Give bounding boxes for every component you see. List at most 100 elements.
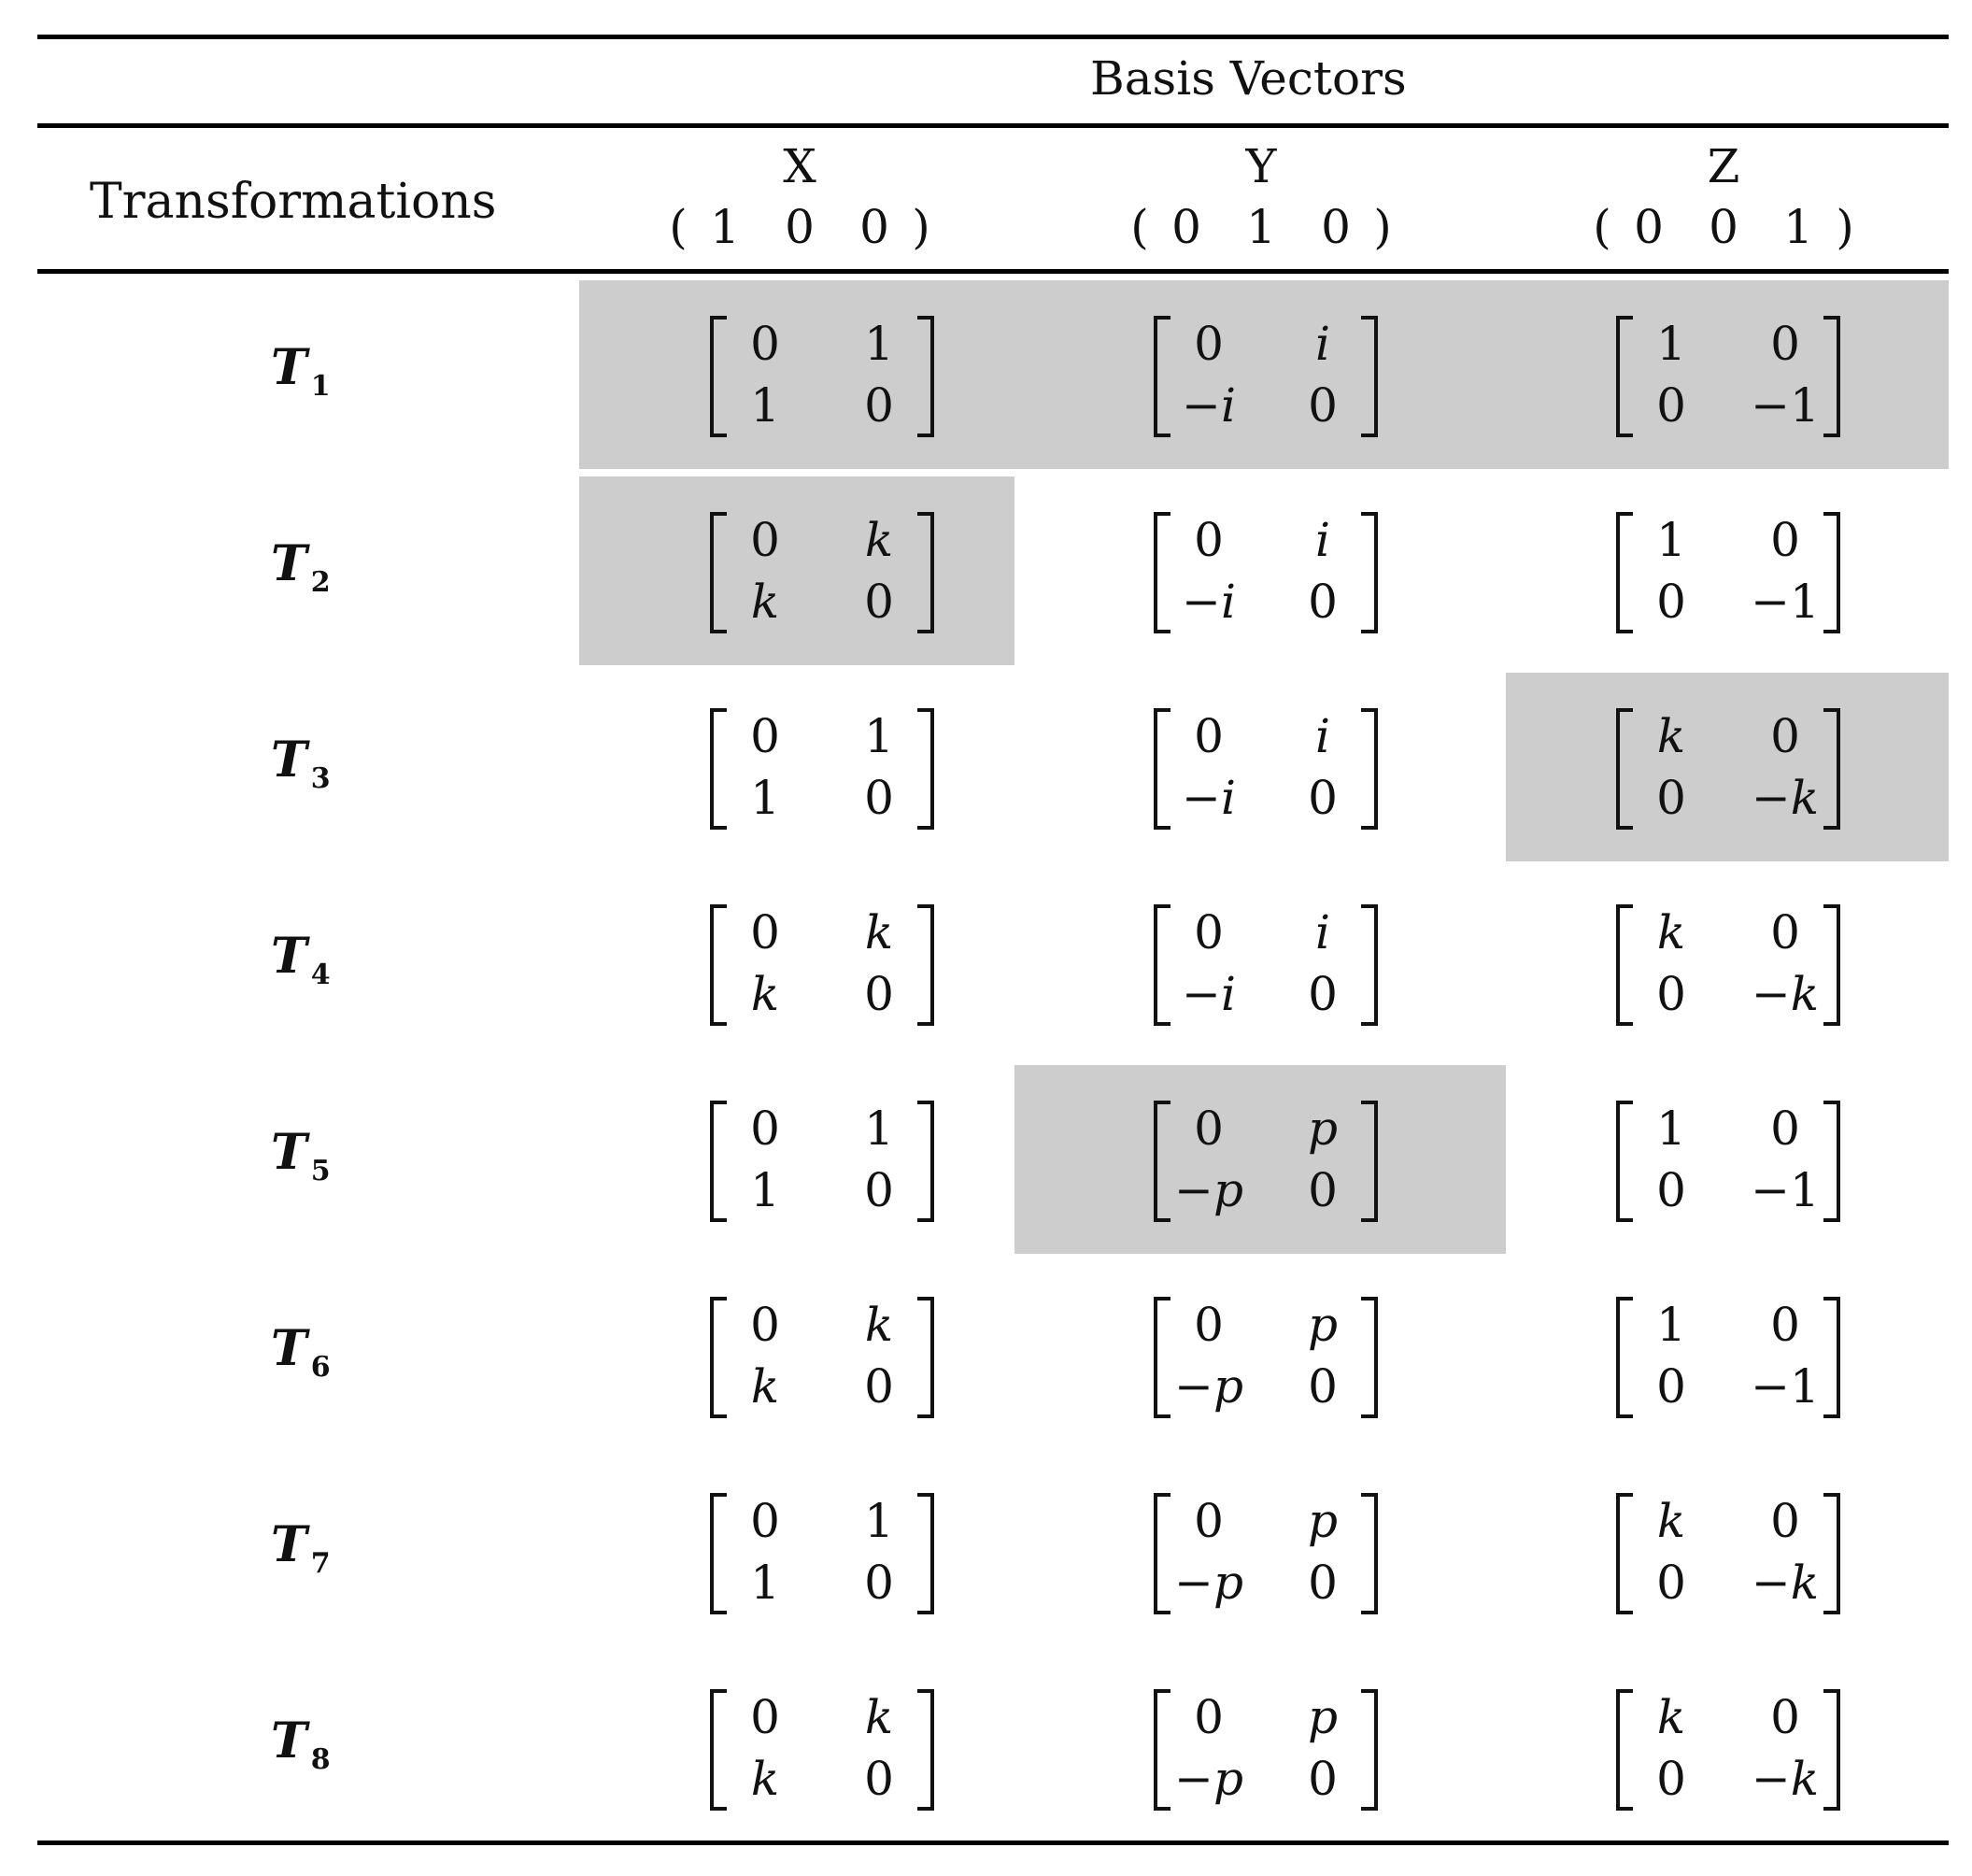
matrix-entry: 1 bbox=[750, 1163, 780, 1217]
matrix-entry: 0 bbox=[1308, 771, 1338, 825]
matrix-entry: p bbox=[1307, 1101, 1338, 1156]
matrix-entry: p bbox=[1307, 1494, 1338, 1548]
matrix-entry: k bbox=[1656, 1690, 1686, 1744]
matrix-entry: 0 bbox=[1194, 317, 1224, 371]
highlight-cell bbox=[579, 280, 1014, 469]
matrix-cell: 1 0 0 −1 bbox=[1616, 1101, 1840, 1222]
matrix-entry: 0 bbox=[1770, 1494, 1800, 1548]
matrix-entry: 0 bbox=[1194, 1101, 1224, 1156]
matrix-entry: 0 bbox=[1770, 905, 1800, 959]
matrix-entry: k bbox=[864, 1690, 894, 1744]
matrix-cell: 0 k k 0 bbox=[710, 1689, 934, 1811]
matrix-entry: 0 bbox=[1656, 575, 1686, 629]
highlight-cell bbox=[579, 476, 1014, 665]
matrix-entry: −i bbox=[1182, 575, 1236, 629]
matrix-entry: 0 bbox=[1308, 967, 1338, 1021]
matrix-entry: 0 bbox=[864, 1752, 894, 1806]
matrix-entry: 0 bbox=[1770, 1690, 1800, 1744]
matrix-entry: 0 bbox=[1656, 1359, 1686, 1414]
group-rule bbox=[579, 123, 1949, 128]
matrix-entry: 0 bbox=[864, 378, 894, 433]
matrix-cell: 0 k k 0 bbox=[710, 1297, 934, 1418]
matrix-entry: 0 bbox=[1656, 771, 1686, 825]
matrix-entry: 0 bbox=[750, 1298, 780, 1352]
matrix-entry: 0 bbox=[1194, 1690, 1224, 1744]
matrix-entry: k bbox=[750, 575, 780, 629]
matrix-entry: −p bbox=[1174, 1752, 1243, 1806]
matrix-entry: −1 bbox=[1751, 575, 1820, 629]
matrix-entry: 0 bbox=[1770, 317, 1800, 371]
matrix-entry: 0 bbox=[1770, 1101, 1800, 1156]
top-rule bbox=[37, 35, 1949, 39]
column-label: X bbox=[783, 139, 816, 193]
matrix-entry: k bbox=[864, 1298, 894, 1352]
matrix-entry: 0 bbox=[1308, 378, 1338, 433]
matrix-entry: i bbox=[1315, 905, 1330, 959]
matrix-entry: k bbox=[1656, 1494, 1686, 1548]
matrix-entry: i bbox=[1315, 709, 1330, 763]
matrix-entry: k bbox=[750, 1359, 780, 1414]
matrix-entry: 1 bbox=[1656, 317, 1686, 371]
matrix-entry: 0 bbox=[1308, 1163, 1338, 1217]
matrix-entry: 0 bbox=[1770, 709, 1800, 763]
highlight-cell bbox=[1014, 280, 1506, 469]
matrix-entry: 1 bbox=[1656, 1101, 1686, 1156]
matrix-entry: 1 bbox=[750, 378, 780, 433]
matrix-entry: 0 bbox=[1656, 1163, 1686, 1217]
matrix-entry: 0 bbox=[1656, 1752, 1686, 1806]
matrix-entry: 0 bbox=[1194, 709, 1224, 763]
matrix-entry: 0 bbox=[750, 1690, 780, 1744]
highlight-cell bbox=[1506, 280, 1949, 469]
highlight-cell bbox=[1506, 673, 1949, 861]
matrix-entry: 0 bbox=[864, 575, 894, 629]
matrix-entry: 0 bbox=[1770, 513, 1800, 567]
matrix-entry: 0 bbox=[1656, 378, 1686, 433]
column-label: Z bbox=[1707, 139, 1740, 193]
matrix-entry: k bbox=[864, 513, 894, 567]
matrix-entry: −1 bbox=[1751, 1163, 1820, 1217]
matrix-entry: 0 bbox=[1770, 1298, 1800, 1352]
matrix-entry: −p bbox=[1174, 1359, 1243, 1414]
matrix-entry: −i bbox=[1182, 967, 1236, 1021]
matrix-entry: −k bbox=[1751, 1556, 1820, 1610]
matrix-cell: 0 i −i 0 bbox=[1154, 904, 1378, 1026]
matrix-entry: 1 bbox=[864, 1101, 894, 1156]
matrix-entry: 0 bbox=[864, 1359, 894, 1414]
matrix-entry: k bbox=[1656, 905, 1686, 959]
matrix-entry: 0 bbox=[750, 905, 780, 959]
highlight-cell bbox=[1014, 1065, 1506, 1254]
matrix-cell: k 0 0 −k bbox=[1616, 1689, 1840, 1811]
matrix-entry: 0 bbox=[1308, 1556, 1338, 1610]
matrix-entry: −k bbox=[1751, 771, 1820, 825]
matrix-entry: 0 bbox=[1194, 905, 1224, 959]
matrix-entry: 0 bbox=[864, 1163, 894, 1217]
matrix-entry: 0 bbox=[864, 771, 894, 825]
header-rule bbox=[37, 269, 1949, 274]
column-label: Y bbox=[1245, 139, 1277, 193]
matrix-entry: k bbox=[750, 1752, 780, 1806]
matrix-entry: −k bbox=[1751, 1752, 1820, 1806]
